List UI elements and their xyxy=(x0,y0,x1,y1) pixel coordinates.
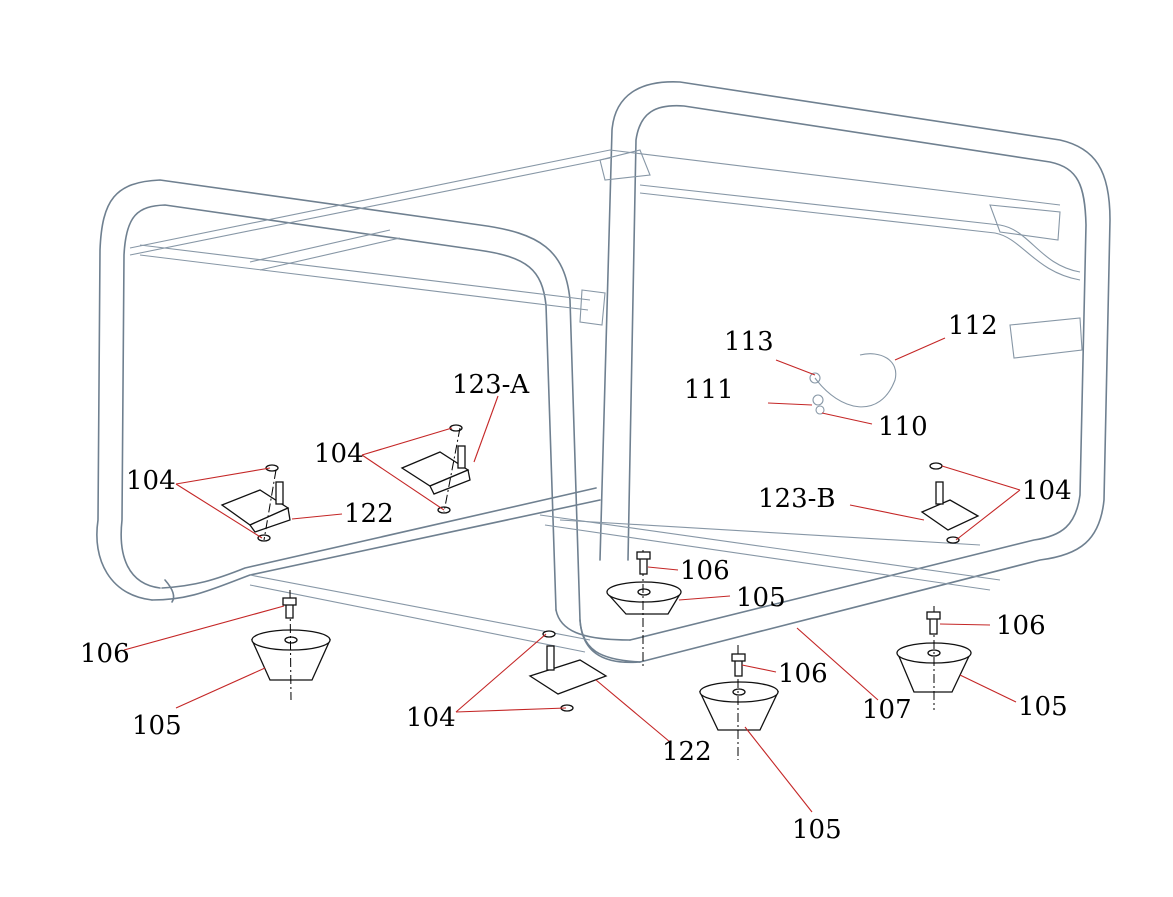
top-rail-right-2 xyxy=(639,192,1081,281)
top-rail-rear xyxy=(129,149,1061,249)
top-rail-left-2 xyxy=(139,254,589,311)
wire-nut xyxy=(809,372,821,384)
mount-bracket-left xyxy=(220,464,291,542)
left-bottom-tube-inner xyxy=(161,487,597,589)
tube-end-curve xyxy=(164,579,175,603)
label-122: 122 xyxy=(662,737,712,767)
rubber-foot-left xyxy=(250,589,332,701)
bottom-rail-right xyxy=(539,514,1001,581)
label-105: 105 xyxy=(132,711,182,741)
right-tube-loop xyxy=(599,81,1111,663)
label-105: 105 xyxy=(736,583,786,613)
label-123-b: 123-B xyxy=(758,484,836,514)
front-corner-curve-inner xyxy=(555,609,631,641)
left-tube-loop xyxy=(96,179,641,663)
top-corner-bracket xyxy=(599,149,651,181)
top-crossbar xyxy=(249,229,391,263)
label-105: 105 xyxy=(792,815,842,845)
rubber-foot-midrear xyxy=(606,550,682,666)
bottom-rail-left xyxy=(249,574,591,641)
label-105: 105 xyxy=(1018,692,1068,722)
label-104: 104 xyxy=(406,703,456,733)
right-mid-bracket xyxy=(1009,317,1083,359)
mount-bracket-bottom xyxy=(528,630,608,712)
bottom-rail-left-2 xyxy=(249,584,586,653)
wire-screw xyxy=(815,405,825,415)
left-tube-loop-inner xyxy=(120,204,557,611)
right-upper-bracket xyxy=(989,204,1061,241)
mount-bracket-123b xyxy=(920,462,980,544)
right-tube-loop-inner xyxy=(627,104,1087,641)
ground-wire xyxy=(814,353,897,408)
rubber-foot-right xyxy=(896,606,972,710)
ground-wire-assembly xyxy=(809,353,897,415)
label-110: 110 xyxy=(878,412,928,442)
rubber-foot-front xyxy=(698,645,780,760)
label-122: 122 xyxy=(344,499,394,529)
label-112: 112 xyxy=(948,311,998,341)
left-side-bracket xyxy=(579,289,606,326)
bottom-rail-rear xyxy=(559,519,981,546)
label-106: 106 xyxy=(80,639,130,669)
bottom-rail-right-2 xyxy=(544,524,991,591)
label-106: 106 xyxy=(680,556,730,586)
leader-lines xyxy=(123,337,1021,813)
label-113: 113 xyxy=(724,327,774,357)
left-bottom-tube xyxy=(151,499,601,601)
top-crossbar-2 xyxy=(259,237,401,271)
label-106: 106 xyxy=(996,611,1046,641)
label-104: 104 xyxy=(1022,476,1072,506)
label-104: 104 xyxy=(126,466,176,496)
part-labels: 104 104 104 104 105 105 105 105 106 106 … xyxy=(80,311,1072,845)
label-123-a: 123-A xyxy=(452,370,530,400)
label-107: 107 xyxy=(862,695,912,725)
front-corner-curve xyxy=(579,619,641,664)
top-rail-left xyxy=(139,244,591,301)
top-rail-rear-2 xyxy=(129,157,611,256)
label-104: 104 xyxy=(314,439,364,469)
mount-bracket-123a xyxy=(400,424,471,514)
label-111: 111 xyxy=(684,375,734,405)
frame-assembly xyxy=(96,81,1111,664)
wire-washer xyxy=(812,394,824,406)
top-rail-right xyxy=(639,184,1081,273)
label-106: 106 xyxy=(778,659,828,689)
